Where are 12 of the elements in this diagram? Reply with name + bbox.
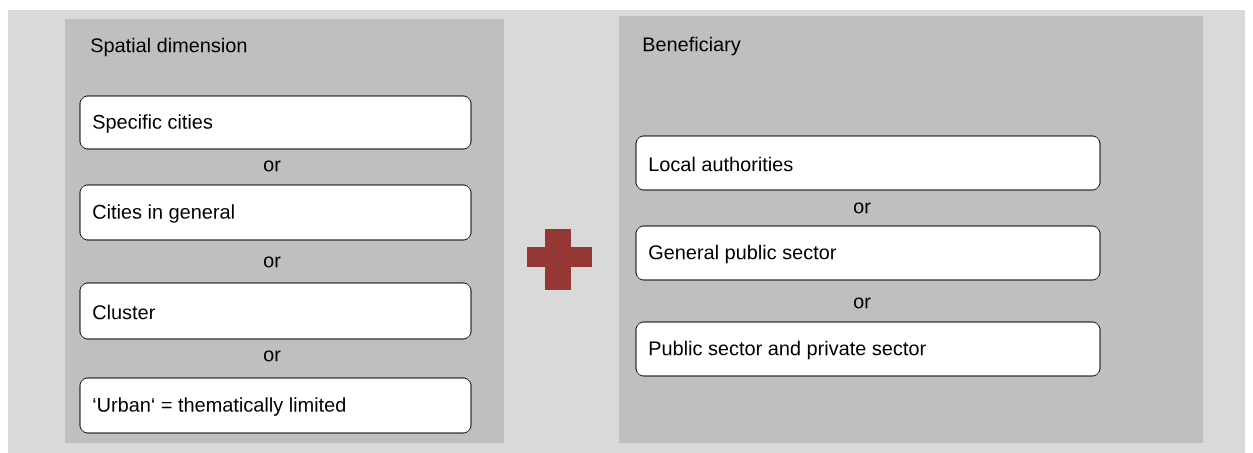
option-box: Specific cities — [79, 95, 472, 150]
option-box: Cities in general — [79, 184, 472, 241]
option-box: Local authorities — [635, 135, 1101, 191]
or-label: or — [854, 297, 871, 309]
option-box: ‘Urban‘ = thematically limited — [79, 377, 472, 434]
option-box: Public sector and private sector — [635, 321, 1101, 377]
option-box: General public sector — [635, 225, 1101, 281]
option-box: Cluster — [79, 282, 472, 340]
or-label: or — [264, 160, 281, 172]
or-label: or — [854, 202, 871, 214]
or-label: or — [264, 256, 281, 268]
or-label: or — [264, 350, 281, 362]
